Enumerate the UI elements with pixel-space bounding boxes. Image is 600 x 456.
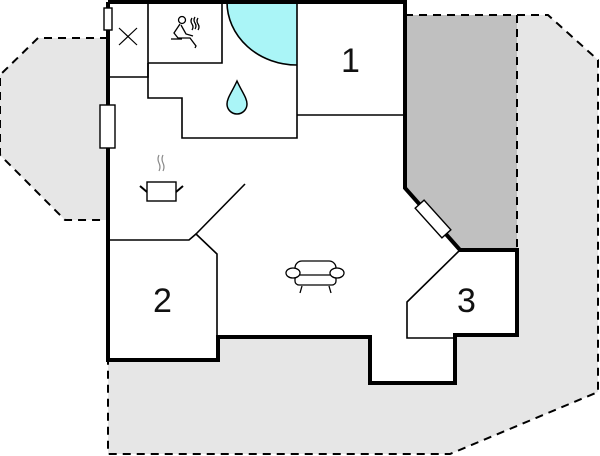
- terrace-outline-right: [107, 14, 599, 455]
- room-label-1: 1: [341, 42, 360, 80]
- shower-icon: [227, 2, 297, 65]
- terrace-left: [0, 38, 108, 220]
- window: [103, 7, 113, 31]
- covered-terrace: [405, 15, 517, 250]
- cooking-pot-icon: [139, 154, 184, 202]
- water-drop-icon: [226, 79, 248, 115]
- house-floor: [108, 2, 517, 383]
- terrace-outline-left: [0, 37, 108, 221]
- window: [99, 104, 116, 149]
- armchair-icon: [285, 260, 345, 294]
- toilet-cross-icon: [118, 27, 138, 46]
- window: [414, 199, 452, 239]
- sauna-icon: [171, 15, 200, 49]
- room-label-2: 2: [153, 282, 172, 320]
- room-label-3: 3: [457, 282, 476, 320]
- outer-wall: [106, 0, 519, 385]
- shower-arc: [226, 1, 298, 66]
- interior-walls: [108, 2, 461, 339]
